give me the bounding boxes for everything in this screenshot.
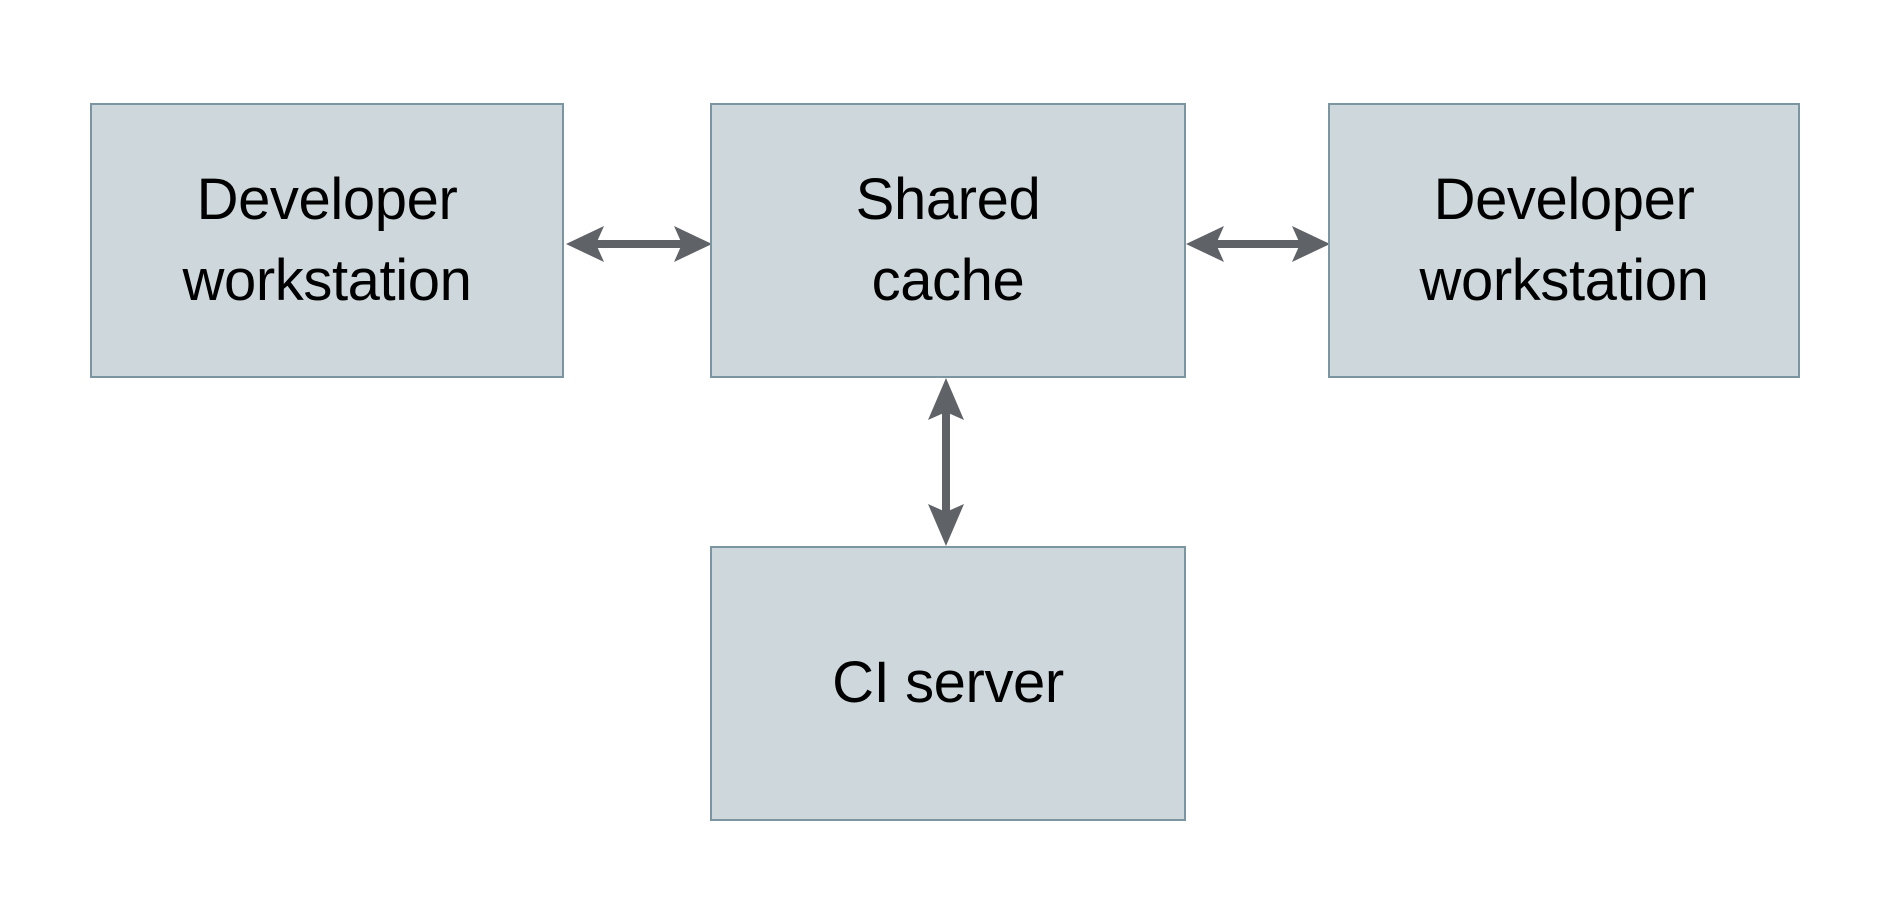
node-label: Developer workstation bbox=[1419, 167, 1709, 313]
node-shared-cache[interactable]: Shared cache bbox=[710, 103, 1186, 378]
double-arrow-horizontal bbox=[566, 226, 712, 262]
node-developer-workstation-left[interactable]: Developer workstation bbox=[90, 103, 564, 378]
node-label: Shared cache bbox=[855, 167, 1041, 313]
connector-shared-cache-to-developer-right[interactable] bbox=[1184, 216, 1332, 272]
connector-developer-left-to-shared-cache[interactable] bbox=[564, 216, 714, 272]
node-label: CI server bbox=[832, 650, 1064, 716]
node-ci-server[interactable]: CI server bbox=[710, 546, 1186, 821]
double-arrow-vertical bbox=[928, 378, 964, 546]
node-developer-workstation-right[interactable]: Developer workstation bbox=[1328, 103, 1800, 378]
node-label: Developer workstation bbox=[182, 167, 472, 313]
double-arrow-horizontal bbox=[1186, 226, 1330, 262]
connector-shared-cache-to-ci-server[interactable] bbox=[918, 376, 974, 548]
